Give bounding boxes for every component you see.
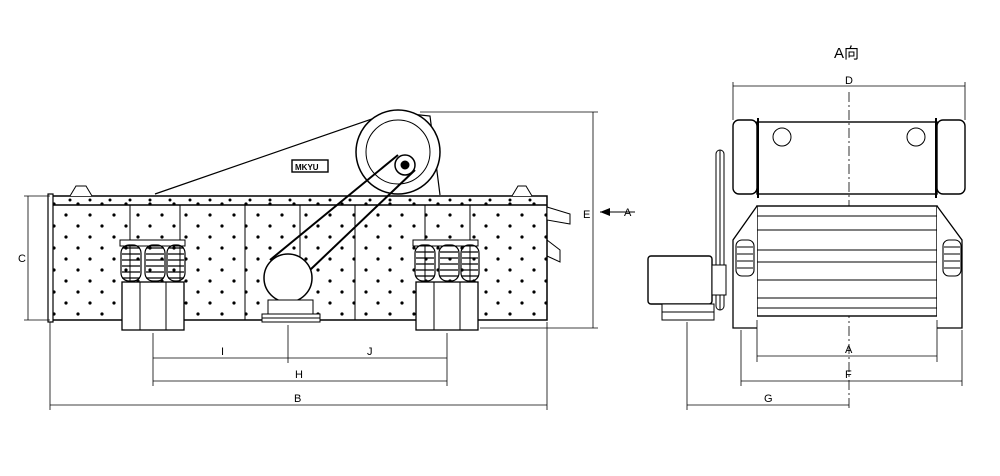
dim-label-e: E [583, 209, 590, 221]
dim-label-c: C [18, 253, 26, 265]
side-dimensions [24, 111, 598, 410]
dim-label-i: I [221, 346, 224, 358]
dim-label-b: B [294, 393, 301, 405]
dim-label-d: D [845, 75, 853, 87]
view-title: A向 [834, 45, 859, 62]
dim-label-j: J [367, 346, 373, 358]
top-bolt-row [68, 198, 532, 202]
side-motor [647, 255, 713, 305]
left-spring-support [119, 239, 186, 331]
end-dimensions [686, 82, 966, 410]
brand-plate-text: MKYU [295, 163, 319, 172]
dim-label-f: F [845, 369, 852, 381]
view-arrow-label: A [624, 207, 632, 219]
dim-label-a-end: A [845, 344, 853, 356]
brand-plate [291, 159, 329, 173]
screen-frame [756, 205, 938, 317]
side-view [24, 109, 635, 410]
dim-label-g: G [764, 393, 773, 405]
end-view [647, 82, 966, 410]
dim-label-h: H [295, 369, 303, 381]
right-spring-support [412, 239, 480, 331]
motor [263, 253, 313, 303]
